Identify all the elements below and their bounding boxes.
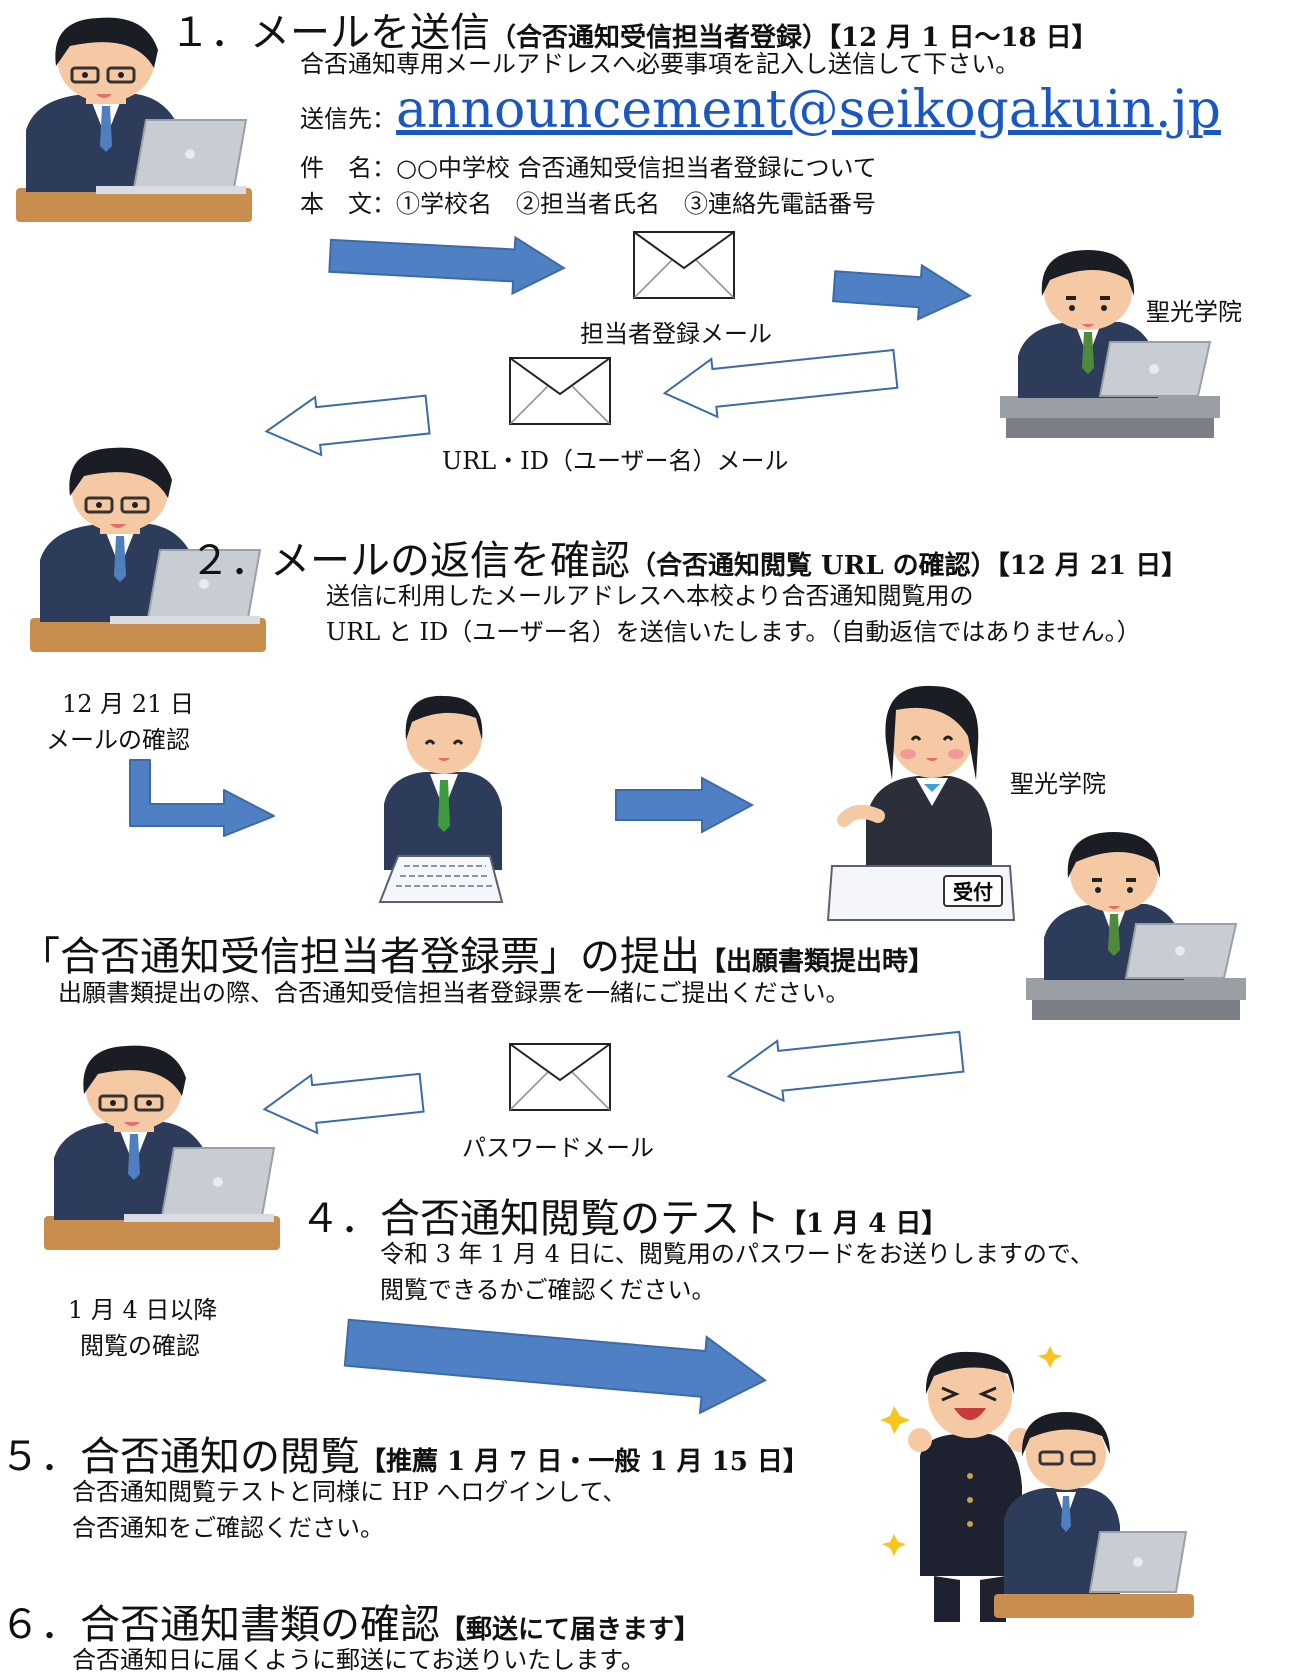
arrow-elbow (129, 759, 275, 837)
step5-date: 【推薦 1 月 7 日・一般 1 月 15 日】 (360, 1447, 809, 1477)
arrow-left-outline-1 (662, 348, 899, 419)
step3-heading: 「合否通知受信担当者登録票」の提出【出願書類提出時】 (20, 924, 934, 982)
step5-line2: 合否通知をご確認ください。 (72, 1514, 384, 1542)
step5-number: ５． (0, 1434, 80, 1480)
step1-body-row: 本 文：①学校名 ②担当者氏名 ③連絡先電話番号 (300, 186, 876, 222)
arrow-right-3 (615, 776, 755, 834)
step2-heading: ２．メールの返信を確認（合否通知閲覧 URL の確認）【12 月 21 日】 (190, 528, 1187, 586)
step2-subtitle: （合否通知閲覧 URL の確認） (630, 551, 997, 581)
school-staff-at-laptop-2 (1024, 830, 1248, 1022)
password-mail-label: パスワードメール (462, 1134, 654, 1162)
step4-date: 【1 月 4 日】 (780, 1209, 948, 1239)
step6-number: ６． (0, 1602, 80, 1648)
step4-line1: 令和 3 年 1 月 4 日に、閲覧用のパスワードをお送りしますので、 (380, 1240, 1094, 1268)
step1-heading: １．メールを送信（合否通知受信担当者登録）【12 月 1 日〜18 日】 (170, 0, 1098, 58)
check-mail-caption: メールの確認 (46, 726, 190, 754)
step5-title: 合否通知の閲覧 (80, 1434, 360, 1480)
arrow-left-outline-3 (726, 1030, 965, 1103)
arrow-right-long (343, 1318, 768, 1415)
email-link[interactable]: announcement@seikogakuin.jp (396, 80, 1221, 140)
step4-title: 合否通知閲覧のテスト (380, 1196, 780, 1242)
step2-title: メールの返信を確認 (270, 538, 630, 584)
step2-date: 【12 月 21 日】 (996, 551, 1188, 581)
reception-sign: 受付 (953, 880, 993, 904)
body-label: 本 文： (300, 190, 396, 218)
step6-date: 【郵送にて届きます】 (440, 1615, 701, 1645)
step1-subtitle: （合否通知受信担当者登録） (490, 23, 829, 53)
celebrating-student-and-teacher (880, 1346, 1194, 1622)
step2-line2: URL と ID（ユーザー名）を送信いたします。（自動返信ではありません。） (326, 618, 1141, 646)
step3-date: 【出願書類提出時】 (700, 947, 935, 977)
step6-description: 合否通知日に届くように郵送にてお送りいたします。 (72, 1646, 645, 1674)
step1-number: １． (170, 10, 250, 56)
step4-heading: ４．合否通知閲覧のテスト【1 月 4 日】 (300, 1186, 947, 1244)
school-name-2: 聖光学院 (1010, 770, 1106, 798)
step4-caption1: 1 月 4 日以降 (68, 1296, 218, 1324)
subject-label: 件 名： (300, 154, 396, 182)
register-mail-label: 担当者登録メール (580, 320, 772, 348)
step1-subject-row: 件 名：○○中学校 合否通知受信担当者登録について (300, 150, 877, 186)
envelope-icon (509, 1043, 611, 1111)
step4-number: ４． (300, 1196, 380, 1242)
school-staff-at-laptop-1 (998, 248, 1222, 440)
step6-title: 合否通知書類の確認 (80, 1602, 440, 1648)
step1-title: メールを送信 (250, 10, 490, 56)
receptionist: 受付 (826, 685, 1016, 921)
school-name-1: 聖光学院 (1146, 298, 1242, 326)
to-label: 送信先： (300, 105, 396, 133)
step1-to-row: 送信先：announcement@seikogakuin.jp (300, 84, 1221, 137)
arrow-left-outline-2 (264, 394, 431, 457)
arrow-right-1 (328, 235, 566, 296)
step5-line1: 合否通知閲覧テストと同様に HP へログインして、 (72, 1478, 627, 1506)
step6-heading: ６．合否通知書類の確認【郵送にて届きます】 (0, 1592, 700, 1650)
step1-date: 【12 月 1 日〜18 日】 (828, 23, 1098, 53)
url-id-mail-label: URL・ID（ユーザー名）メール (442, 447, 789, 475)
date-caption: 12 月 21 日 (62, 690, 194, 718)
step4-caption2: 閲覧の確認 (80, 1332, 200, 1360)
arrow-right-2 (832, 263, 972, 321)
step2-number: ２． (190, 538, 270, 584)
step4-line2: 閲覧できるかご確認ください。 (380, 1276, 716, 1304)
staff-with-document (378, 695, 504, 903)
subject-text: ○○中学校 合否通知受信担当者登録について (396, 154, 877, 182)
step3-description: 出願書類提出の際、合否通知受信担当者登録票を一緒にご提出ください。 (58, 979, 850, 1007)
envelope-icon (633, 231, 735, 299)
arrow-left-outline-4 (262, 1072, 425, 1135)
step3-title: 「合否通知受信担当者登録票」の提出 (20, 934, 700, 980)
step1-description: 合否通知専用メールアドレスへ必要事項を記入し送信して下さい。 (300, 50, 1020, 78)
teacher-at-laptop-3 (42, 1044, 282, 1252)
body-text: ①学校名 ②担当者氏名 ③連絡先電話番号 (396, 190, 876, 218)
envelope-icon (509, 357, 611, 425)
step5-heading: ５．合否通知の閲覧【推薦 1 月 7 日・一般 1 月 15 日】 (0, 1424, 809, 1482)
step2-line1: 送信に利用したメールアドレスへ本校より合否通知閲覧用の (326, 582, 974, 610)
